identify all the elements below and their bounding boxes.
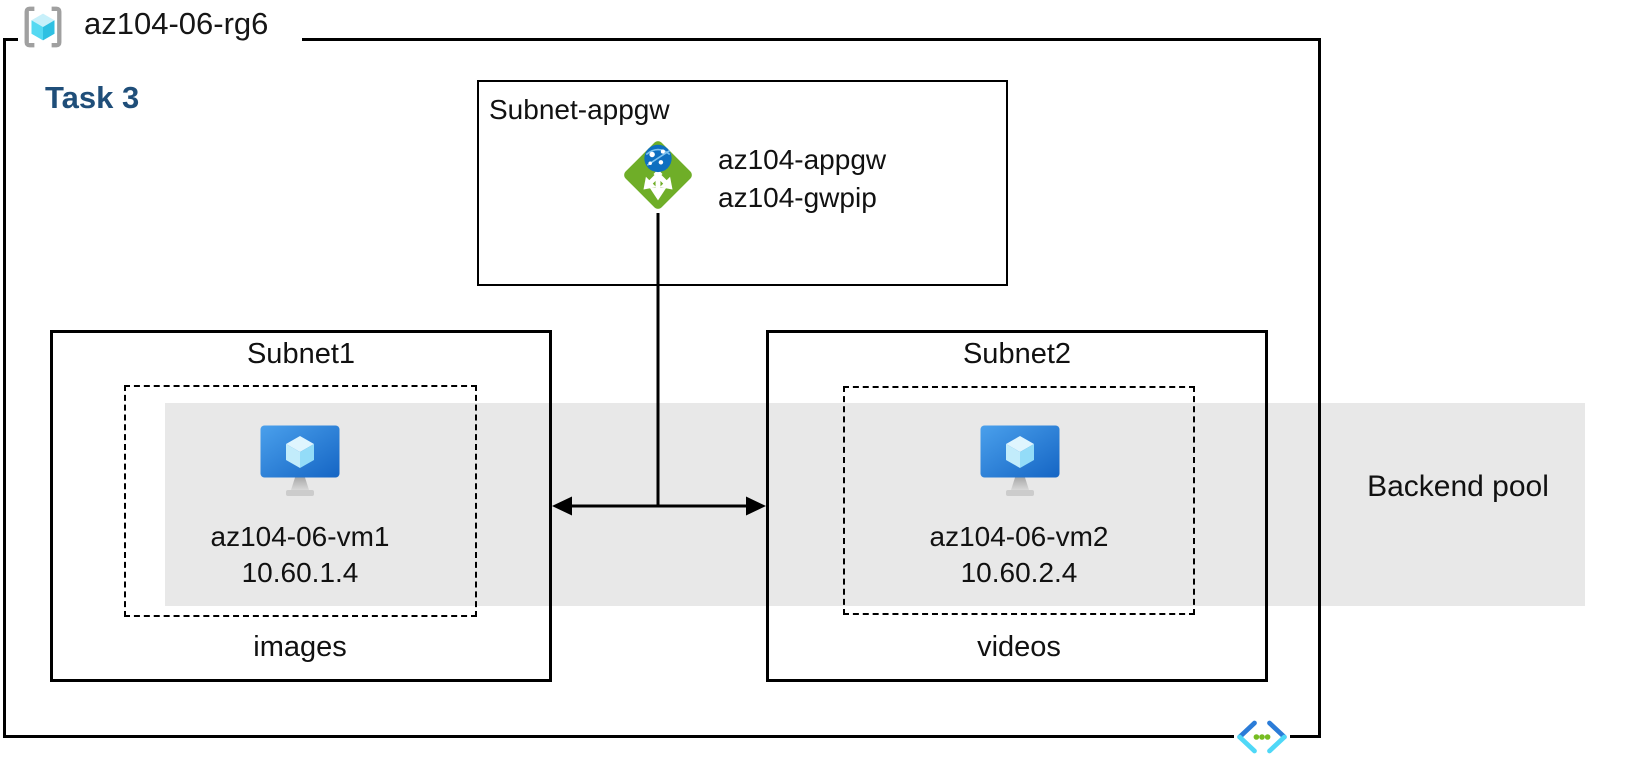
subnet1-label: Subnet1 [246,338,356,370]
vm1-name: az104-06-vm1 [210,521,390,552]
subnet2-backend-dashed-box [843,386,1195,615]
appgw-name-block: az104-appgw az104-gwpip [718,141,886,217]
vm2-ip: 10.60.2.4 [960,557,1078,588]
backend-pool-band [165,403,1585,606]
resource-group-box [3,38,1321,738]
application-gateway-icon [624,141,692,209]
subnet2-label: Subnet2 [962,338,1072,370]
virtual-machine-icon [260,425,340,496]
vm2-name: az104-06-vm2 [929,521,1109,552]
subnet-appgw-label: Subnet-appgw [489,94,670,125]
subnet-appgw-box [477,80,1008,286]
virtual-machine-icon [980,425,1060,496]
appgw-public-ip-name: az104-gwpip [718,182,877,213]
vm1-ip: 10.60.1.4 [241,557,359,588]
subnet1-backend-dashed-box [124,385,477,617]
virtual-network-icon [1234,719,1290,755]
appgw-name: az104-appgw [718,144,887,175]
resource-group-title-gap [18,35,302,44]
subnet1-container-label: images [253,631,347,663]
vm1-text-block: az104-06-vm1 10.60.1.4 [150,519,450,591]
resource-group-icon [24,6,62,48]
subnet1-box [50,330,552,682]
subnet2-box [766,330,1268,682]
vm2-text-block: az104-06-vm2 10.60.2.4 [869,519,1169,591]
task-label: Task 3 [45,80,140,115]
resource-group-title: az104-06-rg6 [84,6,269,41]
backend-pool-label: Backend pool [1367,470,1549,503]
subnet2-container-label: videos [977,631,1061,663]
